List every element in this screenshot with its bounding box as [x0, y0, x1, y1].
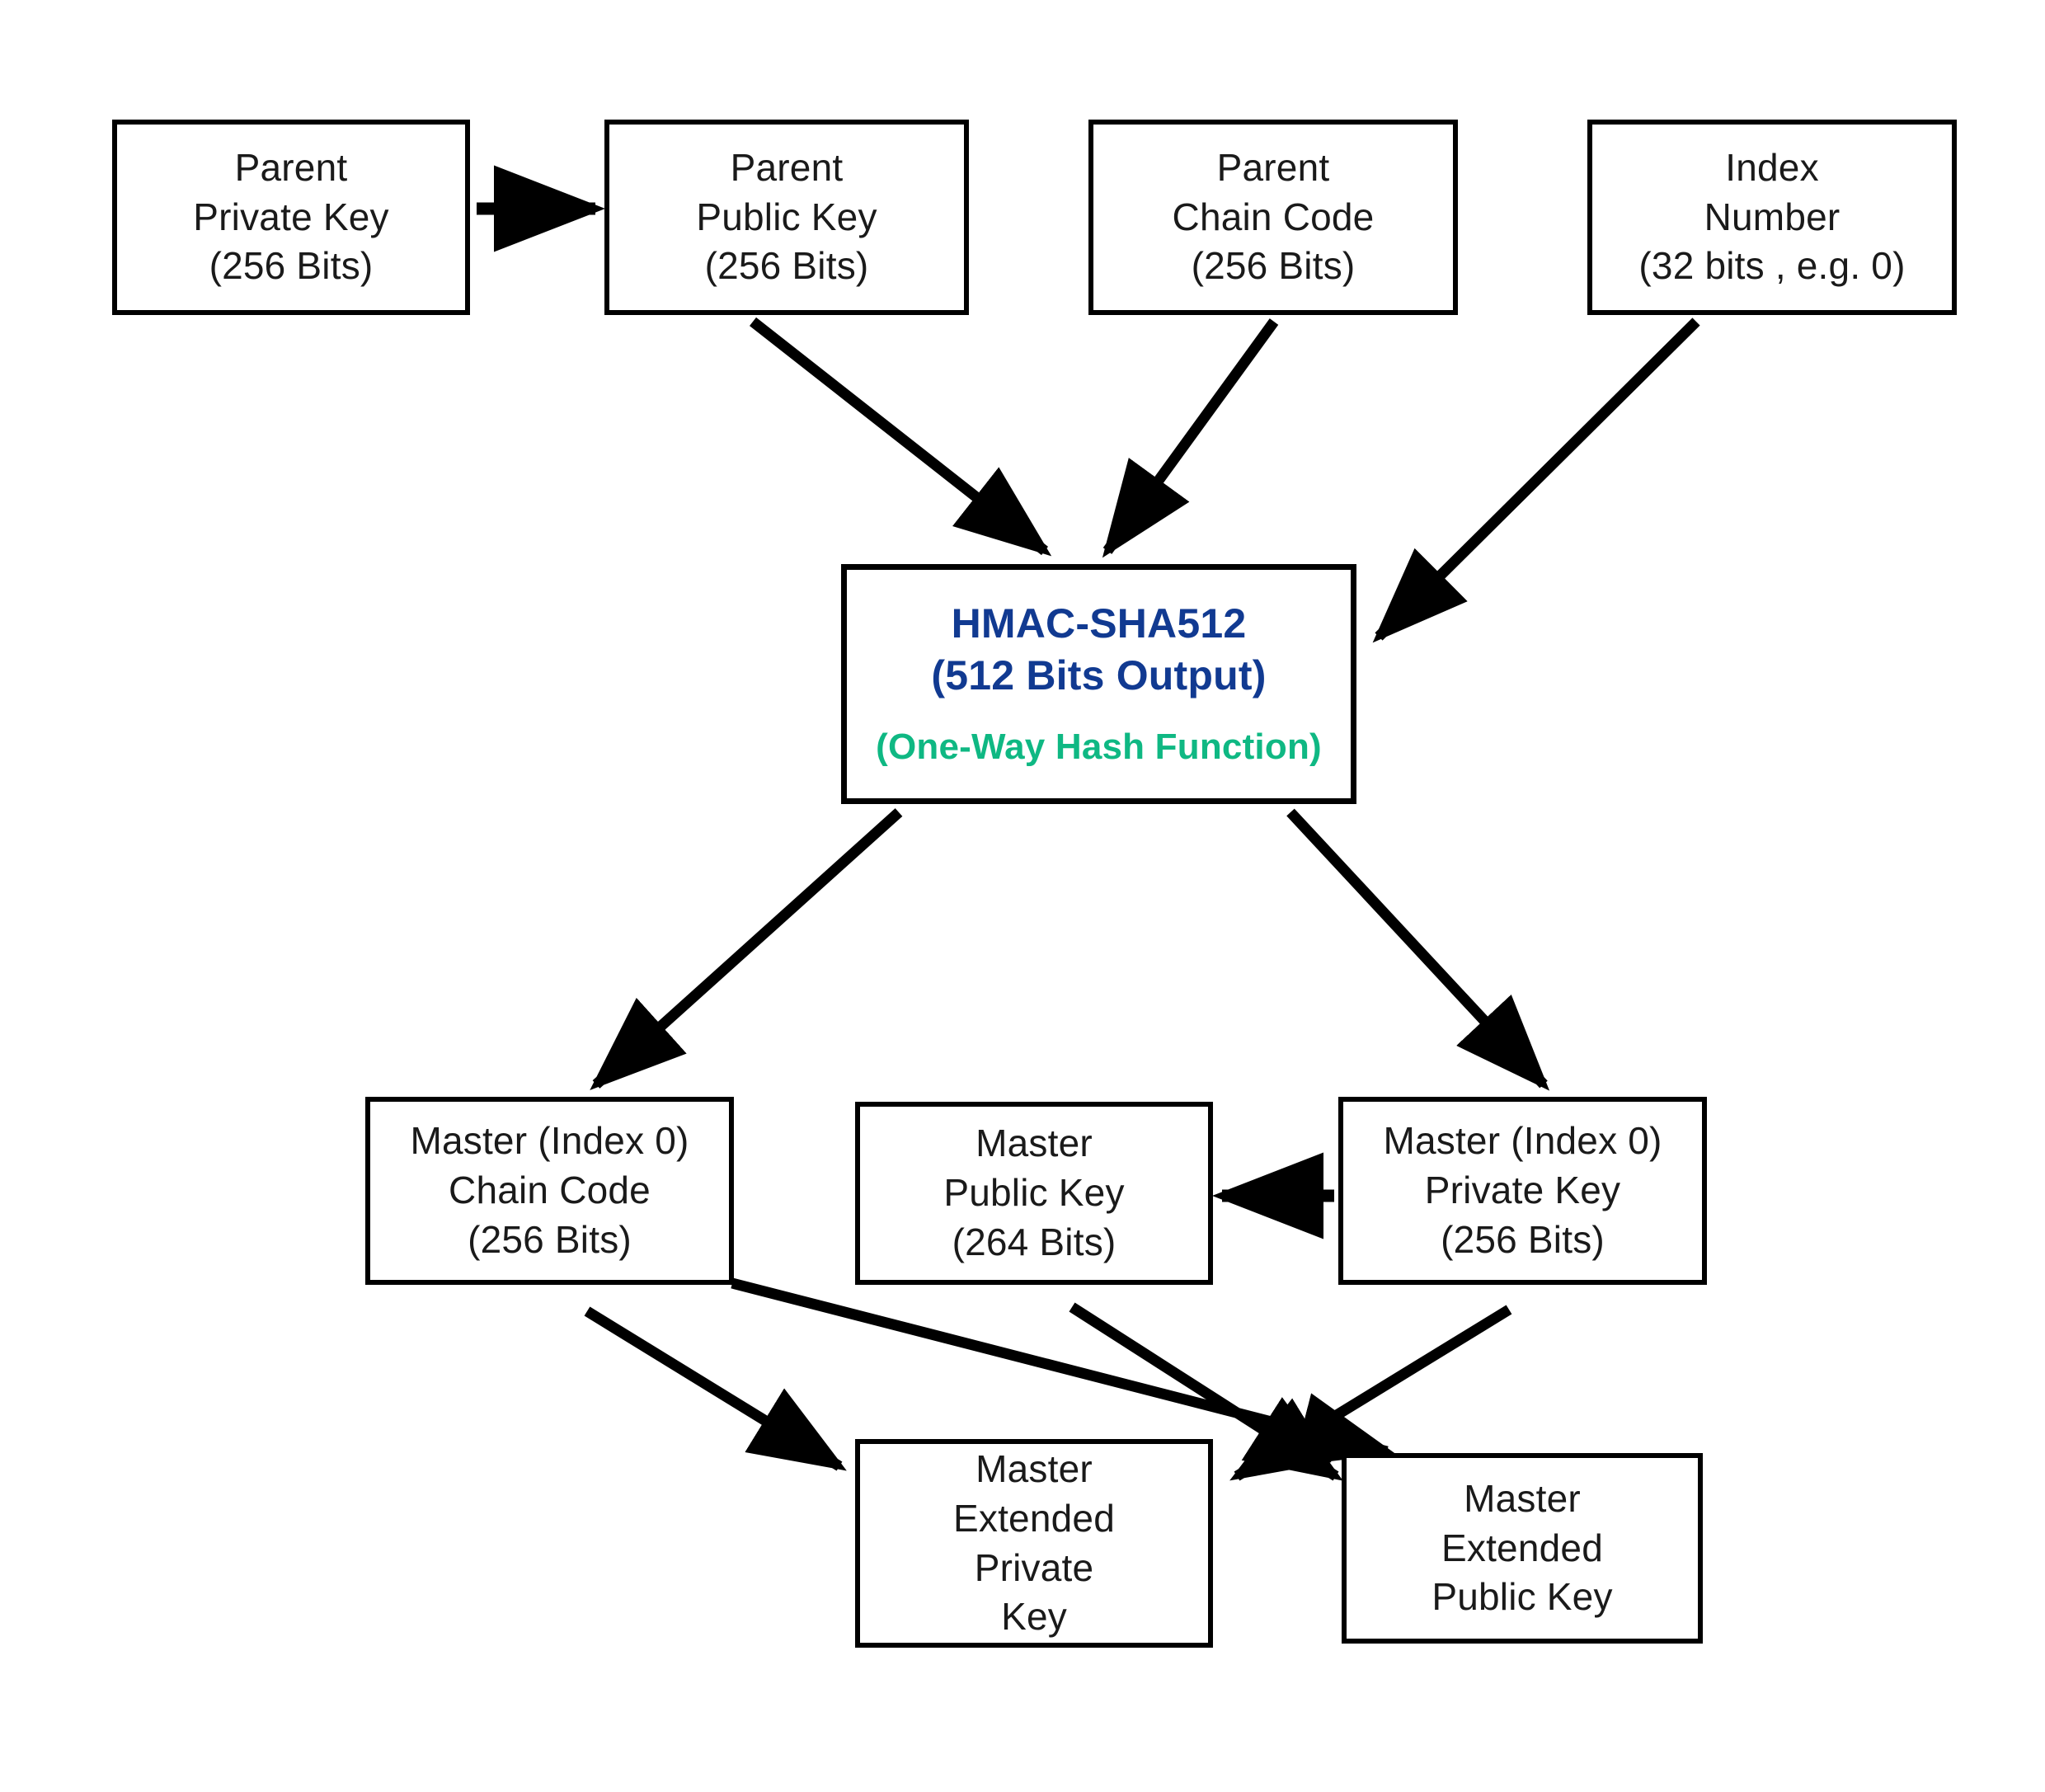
parent-public-key-line-1: Parent [730, 145, 844, 189]
edge-parent-public-to-hmac [749, 317, 1052, 557]
edge-hmac-to-master-chaincode [590, 808, 903, 1090]
master-public-key-line-2: Public Key [943, 1171, 1125, 1215]
edge-chaincode-to-ext-public [731, 1277, 1396, 1466]
master-private-key-line-1: Master (Index 0) [1383, 1119, 1662, 1163]
master-extended-public-key-line-1: Master [1464, 1476, 1581, 1520]
index-number-line-1: Index [1725, 145, 1819, 189]
parent-private-key-line-2: Private Key [193, 195, 389, 238]
master-public-key-line-3: (264 Bits) [952, 1220, 1117, 1263]
node-master-chain-code[interactable]: Master (Index 0) Chain Code (256 Bits) [365, 1097, 734, 1285]
edge-index-to-hmac [1372, 317, 1700, 643]
master-extended-private-key-line-3: Private [974, 1545, 1094, 1589]
node-master-extended-public-key[interactable]: Master Extended Public Key [1342, 1453, 1703, 1644]
index-number-line-3: (32 bits , e.g. 0) [1638, 244, 1906, 288]
node-parent-private-key[interactable]: Parent Private Key (256 Bits) [112, 120, 470, 315]
hmac-title-line-1: HMAC-SHA512 [951, 600, 1247, 647]
node-master-private-key[interactable]: Master (Index 0) Private Key (256 Bits) [1338, 1097, 1707, 1285]
master-extended-public-key-line-2: Extended [1441, 1526, 1603, 1569]
master-public-key-line-1: Master [975, 1122, 1093, 1165]
index-number-line-2: Number [1704, 195, 1840, 238]
edge-chaincode-to-ext-private [584, 1306, 847, 1471]
node-parent-public-key[interactable]: Parent Public Key (256 Bits) [604, 120, 969, 315]
parent-private-key-line-1: Parent [234, 145, 348, 189]
master-chain-code-line-2: Chain Code [449, 1169, 651, 1212]
parent-public-key-line-3: (256 Bits) [704, 244, 869, 288]
hmac-subtitle: (One-Way Hash Function) [876, 726, 1322, 767]
master-private-key-line-2: Private Key [1424, 1169, 1621, 1212]
hmac-title-line-2: (512 Bits Output) [931, 651, 1267, 698]
master-extended-private-key-line-4: Key [1001, 1595, 1067, 1639]
node-index-number[interactable]: Index Number (32 bits , e.g. 0) [1587, 120, 1957, 315]
parent-chain-code-line-3: (256 Bits) [1191, 244, 1356, 288]
master-private-key-line-3: (256 Bits) [1441, 1217, 1605, 1261]
master-chain-code-line-3: (256 Bits) [468, 1217, 632, 1261]
master-chain-code-line-1: Master (Index 0) [410, 1119, 689, 1163]
parent-chain-code-line-2: Chain Code [1172, 195, 1375, 238]
parent-private-key-line-3: (256 Bits) [209, 244, 374, 288]
node-master-extended-private-key[interactable]: Master Extended Private Key [855, 1439, 1213, 1648]
edge-parent-chaincode-to-hmac [1102, 318, 1279, 558]
node-hmac-sha512[interactable]: HMAC-SHA512 (512 Bits Output) (One-Way H… [841, 564, 1356, 804]
edge-hmac-to-master-privatekey [1286, 808, 1550, 1091]
master-extended-public-key-line-3: Public Key [1432, 1575, 1613, 1619]
master-extended-private-key-line-2: Extended [953, 1496, 1115, 1540]
node-parent-chain-code[interactable]: Parent Chain Code (256 Bits) [1088, 120, 1458, 315]
node-master-public-key[interactable]: Master Public Key (264 Bits) [855, 1102, 1213, 1285]
master-extended-private-key-line-1: Master [975, 1446, 1093, 1490]
parent-chain-code-line-1: Parent [1216, 145, 1330, 189]
edge-privatekey-to-ext-private [1229, 1305, 1512, 1481]
parent-public-key-line-2: Public Key [696, 195, 877, 238]
